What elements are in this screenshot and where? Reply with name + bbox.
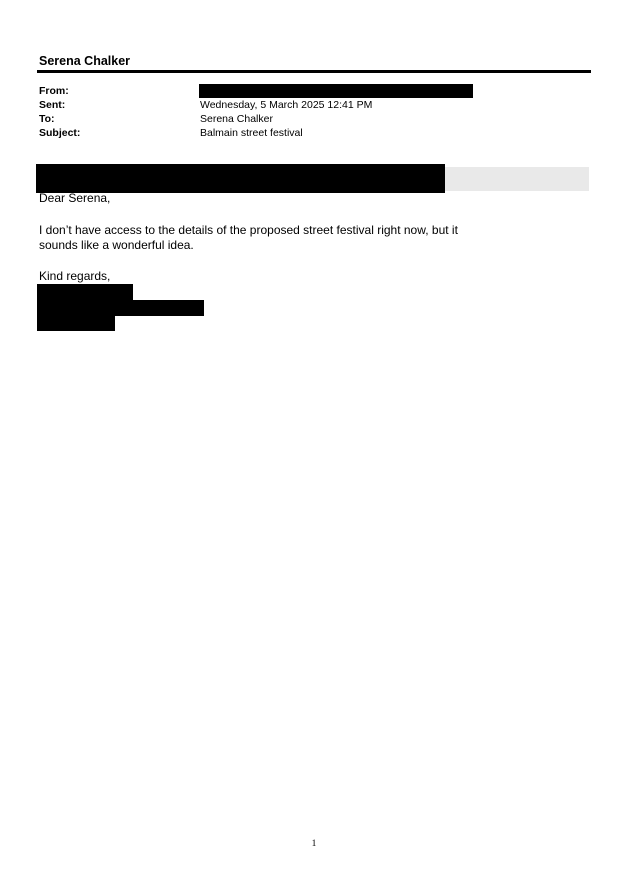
to-value: Serena Chalker xyxy=(200,113,273,125)
banner-redaction xyxy=(36,164,445,193)
from-redaction xyxy=(199,84,473,98)
banner-background xyxy=(444,167,589,191)
mailbox-owner-name: Serena Chalker xyxy=(39,54,131,68)
to-label: To: xyxy=(39,113,55,125)
sent-label: Sent: xyxy=(39,99,66,111)
page-number: 1 xyxy=(311,839,317,849)
sent-value: Wednesday, 5 March 2025 12:41 PM xyxy=(200,99,373,111)
signoff: Kind regards, xyxy=(39,269,111,283)
signature-redaction-3 xyxy=(37,315,115,331)
signature-redaction-1 xyxy=(37,284,133,301)
from-label: From: xyxy=(39,85,69,97)
body-paragraph-line-2: sounds like a wonderful idea. xyxy=(39,238,194,252)
greeting: Dear Serena, xyxy=(39,191,111,205)
signature-redaction-2 xyxy=(37,300,204,316)
subject-value: Balmain street festival xyxy=(200,127,303,139)
header-divider xyxy=(37,70,591,73)
body-paragraph-line-1: I don’t have access to the details of th… xyxy=(39,223,458,237)
subject-label: Subject: xyxy=(39,127,81,139)
